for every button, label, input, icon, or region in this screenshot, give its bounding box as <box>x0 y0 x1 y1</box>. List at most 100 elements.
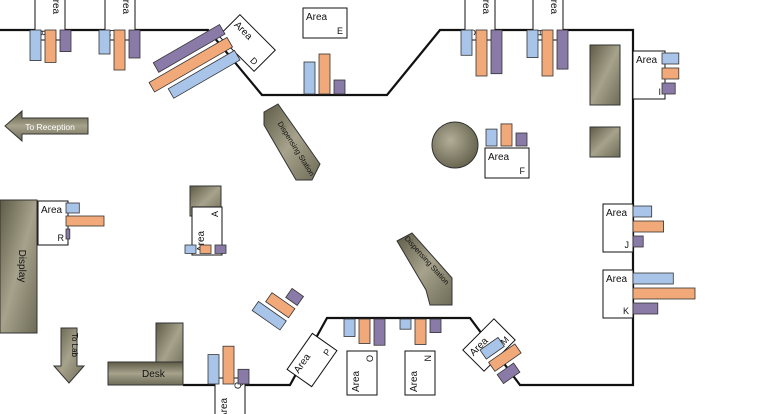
area-word: Area <box>196 230 207 252</box>
area-letter: P <box>321 347 333 358</box>
area-bar-purple <box>429 318 442 334</box>
to-lab-label: To Lab <box>70 333 79 358</box>
area-letter: N <box>423 355 433 362</box>
area-word: Area <box>480 0 491 15</box>
area-bar-blue <box>98 29 111 55</box>
area-bar-purple <box>59 29 72 53</box>
area-bar-blue <box>632 272 674 285</box>
area-word: Area <box>548 0 559 15</box>
area-word: Area <box>606 208 628 219</box>
room-objects: To Reception Display To Lab Desk Dispen <box>0 44 621 386</box>
area-bar-blue <box>207 354 220 385</box>
dispensing-station-1: Dispensing Station <box>263 103 321 181</box>
area-bar-blue <box>460 29 473 56</box>
area-word: Area <box>409 370 420 392</box>
area-bar-purple <box>496 362 521 385</box>
area-letter: B <box>37 30 47 36</box>
area-letter: Q <box>233 382 243 389</box>
area-bar-orange <box>148 36 234 93</box>
area-bar-blue <box>29 29 42 62</box>
area-letter: C <box>107 30 117 37</box>
area-letter: I <box>658 87 661 97</box>
to-reception-label: To Reception <box>25 122 75 132</box>
area-label-box: Area O <box>346 350 378 396</box>
dispensing-station-2: Dispensing Station <box>396 232 453 306</box>
area-bar-blue <box>167 49 241 99</box>
area-g[interactable]: AreaG <box>460 0 503 77</box>
area-bar-orange <box>199 244 212 254</box>
area-bar-blue <box>485 128 498 147</box>
area-word: Area <box>306 12 328 23</box>
area-letter: H <box>535 30 545 37</box>
area-label-box: Area A <box>191 206 223 256</box>
area-o[interactable]: Area O <box>343 318 386 396</box>
area-bar-purple <box>632 302 659 315</box>
area-bar-blue <box>184 244 197 254</box>
area-bar-orange <box>500 123 513 147</box>
area-bar-blue <box>251 300 287 331</box>
area-word: Area <box>606 274 628 285</box>
area-bar-orange <box>475 29 488 77</box>
area-bar-purple <box>128 29 141 59</box>
area-bar-purple <box>285 287 305 306</box>
area-bar-purple <box>515 132 528 147</box>
area-letter: A <box>210 211 220 217</box>
area-bar-blue <box>526 29 539 59</box>
area-bar-orange <box>488 343 522 372</box>
area-bar-purple <box>632 235 644 248</box>
area-word: Area <box>120 0 131 15</box>
area-bar-purple <box>661 82 676 95</box>
area-letter: K <box>623 306 629 316</box>
to-lab-arrow[interactable]: To Lab <box>52 327 86 384</box>
area-word: Area <box>219 397 230 414</box>
area-bar-blue <box>661 52 680 65</box>
area-bar-orange <box>65 215 105 227</box>
walls <box>0 28 635 387</box>
area-letter: F <box>520 166 526 176</box>
area-bar-blue <box>399 318 412 330</box>
to-reception-arrow[interactable]: To Reception <box>4 109 89 143</box>
area-bar-orange <box>113 29 126 71</box>
area-bar-orange <box>44 29 57 63</box>
desk-label: Desk <box>142 369 166 380</box>
area-a[interactable]: Area A <box>184 206 227 256</box>
right-cabinet <box>589 44 621 106</box>
area-bar-purple <box>333 79 346 95</box>
area-n[interactable]: Area N <box>399 318 442 396</box>
area-bar-orange <box>414 318 427 345</box>
area-bar-purple <box>152 23 226 73</box>
area-bar-blue <box>632 205 653 218</box>
area-word: Area <box>41 205 63 216</box>
area-bar-purple <box>214 244 227 254</box>
area-q[interactable]: Area Q <box>207 345 250 414</box>
area-bar-purple <box>373 318 386 346</box>
areas-layer: AreaAAreaBAreaCAreaDAreaEAreaFAreaGAreaH… <box>29 0 696 414</box>
area-letter: E <box>337 26 343 36</box>
area-letter: O <box>365 355 375 362</box>
area-label-box: Area Q <box>214 377 246 414</box>
display: Display <box>0 199 38 334</box>
area-letter: R <box>58 233 65 243</box>
area-word: Area <box>351 370 362 392</box>
area-bar-blue <box>303 61 316 95</box>
